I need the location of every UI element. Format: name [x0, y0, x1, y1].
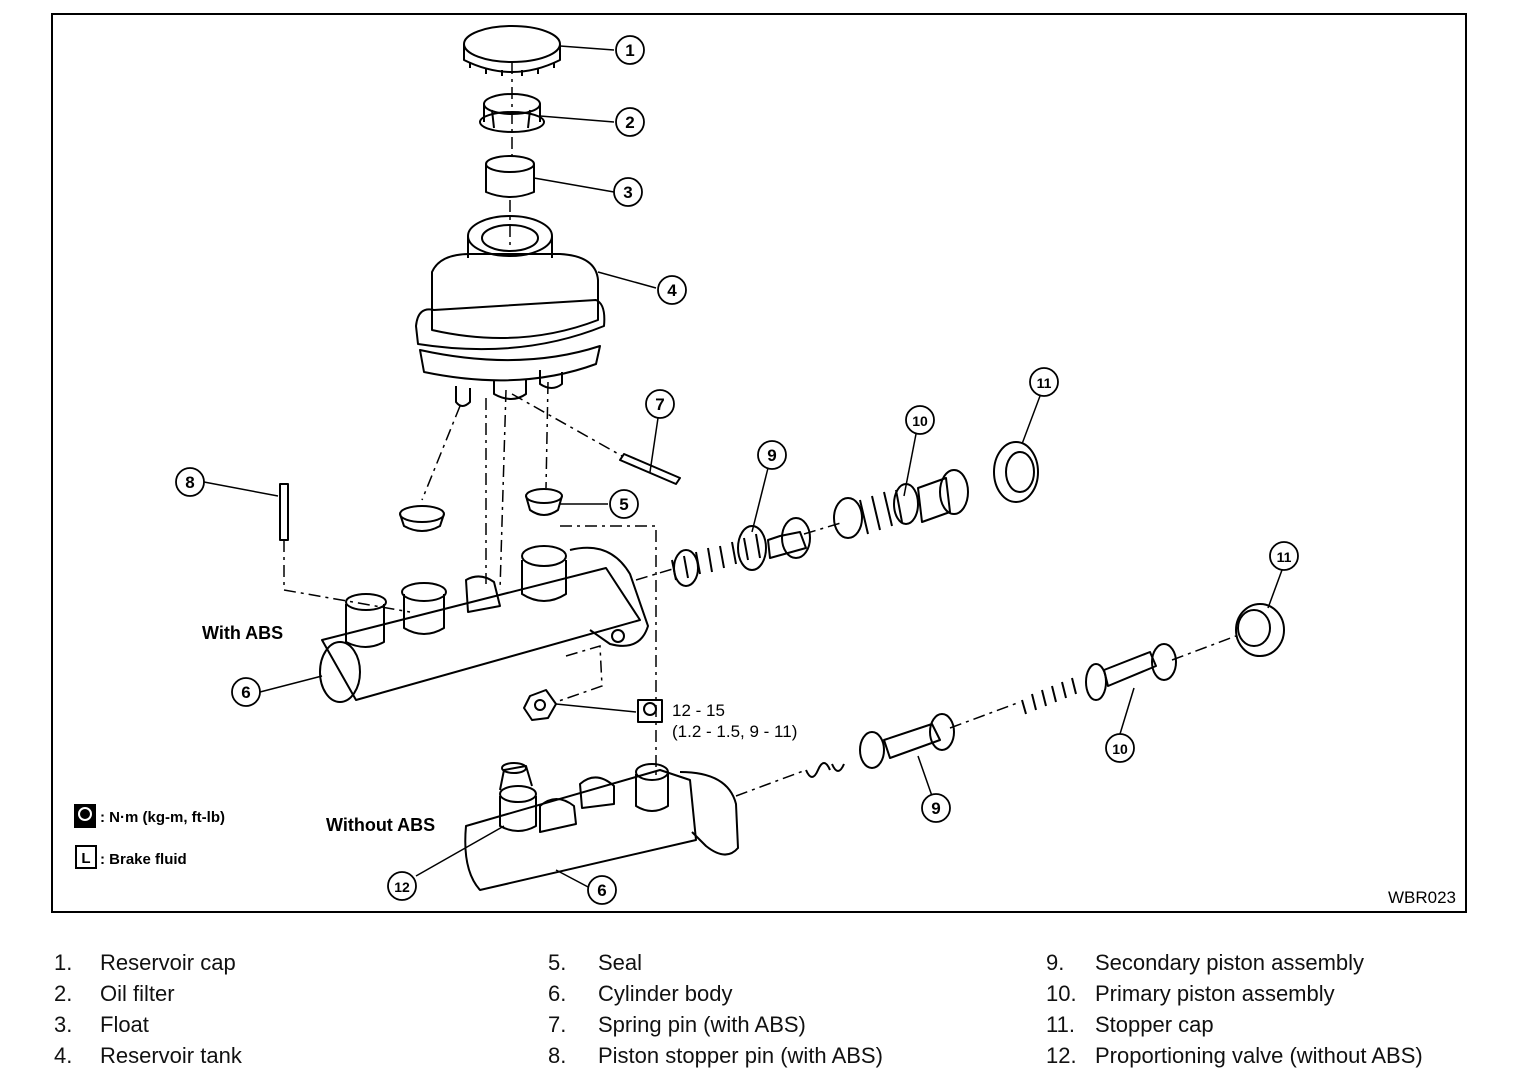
- legend-item-label: Seal: [598, 950, 643, 975]
- reservoir-cap-part: [463, 25, 561, 76]
- legend-item-label: Stopper cap: [1095, 1012, 1214, 1037]
- torque-legend-text: : N·m (kg-m, ft-lb): [100, 809, 225, 826]
- legend-item-number: 12.: [1046, 1043, 1077, 1068]
- with-abs-label: With ABS: [202, 623, 283, 643]
- float-part: [485, 155, 535, 198]
- legend-item-number: 4.: [54, 1043, 73, 1068]
- seal-part: [399, 488, 563, 532]
- callout-8: 8: [185, 473, 194, 492]
- callout-1: 1: [625, 41, 634, 60]
- master-cylinder-diagram: 1 2 3 4 5 6 7 8 9 10 11 11 10 9 12 6 Wit…: [51, 13, 1467, 913]
- diagram-code: WBR023: [1388, 888, 1456, 907]
- legend-item-label: Spring pin (with ABS): [598, 1012, 806, 1037]
- callout-11-lower: 11: [1277, 549, 1292, 565]
- legend-item-label: Reservoir cap: [100, 950, 236, 975]
- reservoir-tank-part: [415, 215, 606, 407]
- legend-item-number: 7.: [548, 1012, 567, 1037]
- callout-circle-6-lower: [587, 875, 617, 905]
- legend-item-number: 9.: [1046, 950, 1065, 975]
- secondary-piston-upper-part: [671, 517, 811, 587]
- callout-3: 3: [623, 183, 632, 202]
- parts-legend: 1. Reservoir cap 2. Oil filter 3. Float …: [0, 944, 1536, 1076]
- cylinder-body-abs-part: [319, 545, 649, 703]
- legend-item-label: Reservoir tank: [100, 1043, 242, 1068]
- callout-circle-4: [657, 275, 687, 305]
- legend-item-number: 5.: [548, 950, 567, 975]
- primary-piston-upper-part: [833, 469, 969, 539]
- stopper-cap-upper-part: [993, 441, 1039, 503]
- callout-2: 2: [625, 113, 634, 132]
- callout-10-lower: 10: [1112, 741, 1128, 757]
- callout-circle-2: [615, 107, 645, 137]
- callout-9-lower: 9: [931, 799, 940, 818]
- primary-piston-lower-part: [1021, 643, 1177, 715]
- callout-4: 4: [667, 281, 677, 300]
- torque-legend-icon: [74, 804, 96, 828]
- cylinder-body-no-abs-part: [464, 763, 739, 891]
- torque-spec-alt: (1.2 - 1.5, 9 - 11): [672, 722, 797, 741]
- legend-item-label: Float: [100, 1012, 149, 1037]
- proportioning-valve-part: [499, 762, 533, 791]
- callout-circle-1: [615, 35, 645, 65]
- legend-item-label: Oil filter: [100, 981, 175, 1006]
- legend-item-number: 8.: [548, 1043, 567, 1068]
- secondary-piston-lower-part: [805, 713, 955, 778]
- legend-item-label: Primary piston assembly: [1095, 981, 1335, 1006]
- callout-circle-8: [175, 467, 205, 497]
- callout-10-upper: 10: [912, 413, 928, 429]
- callout-circle-3: [613, 177, 643, 207]
- legend-item-number: 10.: [1046, 981, 1077, 1006]
- callout-11-upper: 11: [1037, 375, 1052, 391]
- legend-item-number: 1.: [54, 950, 73, 975]
- callout-7: 7: [655, 395, 664, 414]
- legend-item-number: 6.: [548, 981, 567, 1006]
- without-abs-label: Without ABS: [326, 815, 435, 835]
- legend-item-number: 3.: [54, 1012, 73, 1037]
- legend-item-label: Secondary piston assembly: [1095, 950, 1365, 975]
- callout-circle-10-lower: [1105, 733, 1135, 763]
- callout-circle-9-upper: [757, 440, 787, 470]
- callout-6-lower: 6: [597, 881, 606, 900]
- torque-symbol-icon: [637, 699, 663, 723]
- spring-pin-part: [619, 453, 681, 485]
- legend-item-label: Cylinder body: [598, 981, 733, 1006]
- callout-circle-9-lower: [921, 793, 951, 823]
- callout-6-upper: 6: [241, 683, 250, 702]
- diagram-frame: [51, 13, 1467, 913]
- callout-12: 12: [394, 879, 410, 895]
- callout-circle-6-upper: [231, 677, 261, 707]
- legend-item-number: 2.: [54, 981, 73, 1006]
- callout-5: 5: [619, 495, 628, 514]
- callout-circle-5: [609, 489, 639, 519]
- legend-item-label: Piston stopper pin (with ABS): [598, 1043, 883, 1068]
- legend-item-number: 11.: [1046, 1012, 1075, 1037]
- callout-circle-7: [645, 389, 675, 419]
- mounting-bolt-part: [523, 689, 557, 721]
- legend-item-label: Proportioning valve (without ABS): [1095, 1043, 1423, 1068]
- torque-spec: 12 - 15: [672, 701, 725, 720]
- callout-circle-11-upper: [1029, 367, 1059, 397]
- brake-fluid-legend-box: [75, 845, 97, 869]
- brake-fluid-legend-symbol: L: [81, 850, 90, 867]
- piston-stopper-pin-part: [279, 483, 289, 541]
- callout-circle-11-lower: [1269, 541, 1299, 571]
- stopper-cap-lower-part: [1235, 603, 1285, 657]
- brake-fluid-legend-text: : Brake fluid: [100, 851, 187, 868]
- callout-circle-10-upper: [905, 405, 935, 435]
- callout-circle-12: [387, 871, 417, 901]
- callout-9-upper: 9: [767, 446, 776, 465]
